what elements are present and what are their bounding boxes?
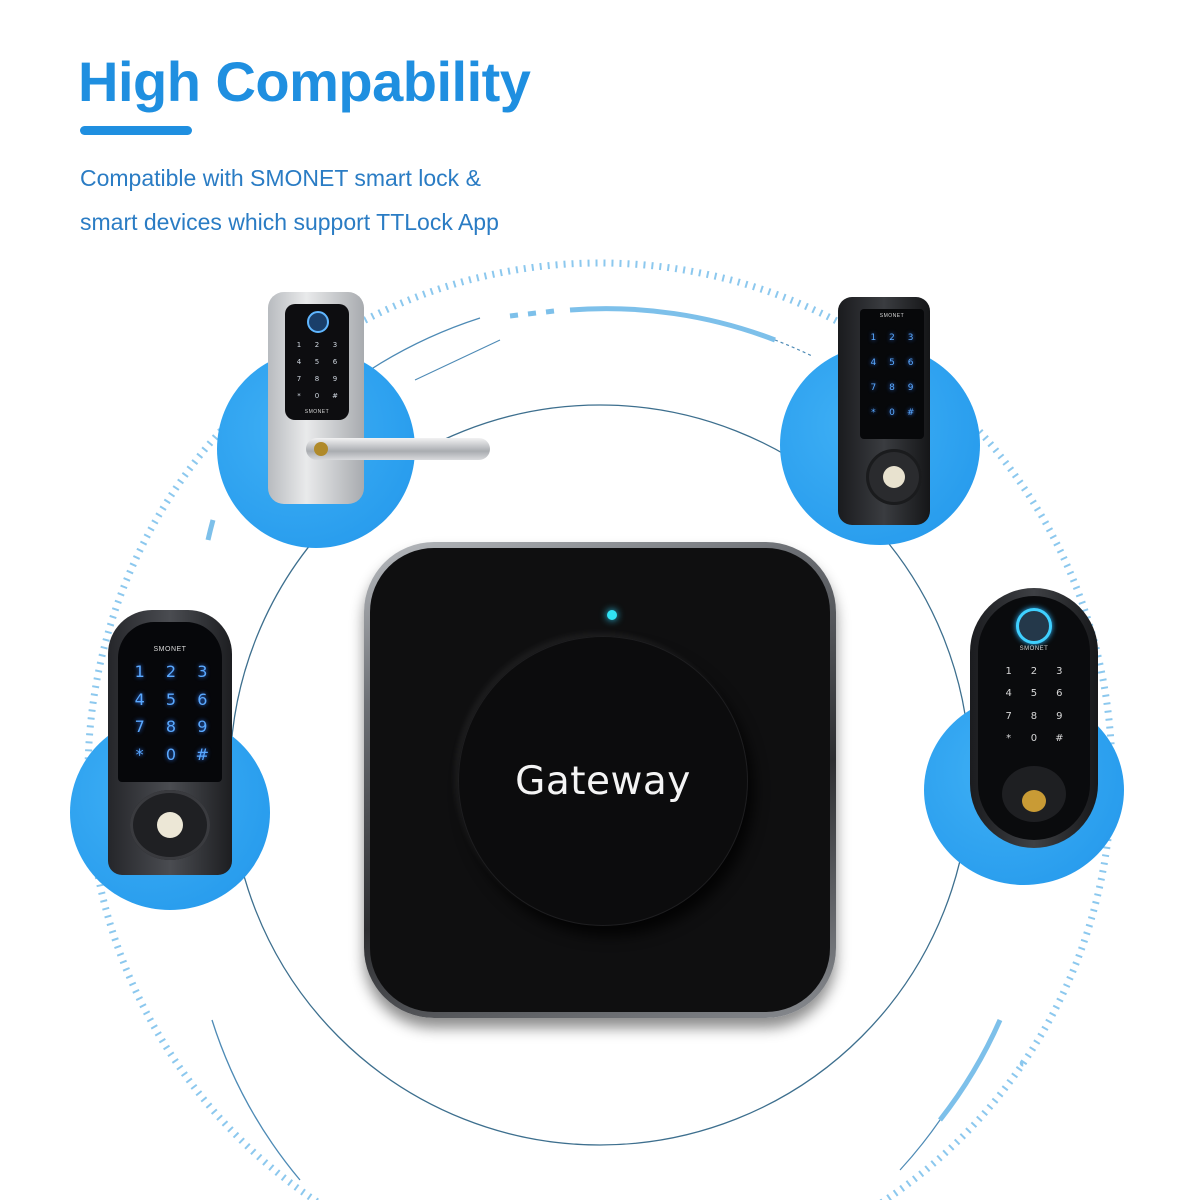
status-led-icon	[607, 610, 617, 620]
brand-logo: SMONET	[153, 646, 187, 653]
subtitle: Compatible with SMONET smart lock & smar…	[80, 156, 499, 244]
gateway-label: Gateway	[515, 758, 691, 804]
title-underline	[80, 126, 192, 135]
key-cylinder-icon	[866, 449, 922, 505]
key-cylinder-icon	[130, 790, 210, 860]
brand-logo: SMONET	[1019, 646, 1049, 652]
lever-handle	[306, 438, 490, 460]
key-cylinder-icon	[1002, 766, 1066, 822]
key-cylinder-icon	[314, 442, 328, 456]
arc-upper-thick	[569, 306, 776, 343]
subtitle-line-2: smart devices which support TTLock App	[80, 209, 499, 235]
brand-logo: SMONET	[879, 313, 905, 319]
brand-logo: SMONET	[304, 409, 330, 415]
fingerprint-sensor-icon	[1016, 608, 1052, 644]
gateway-face: Gateway	[370, 548, 830, 1012]
page-title: High Compability	[78, 50, 531, 113]
arc-upper-squares	[509, 308, 555, 319]
subtitle-line-1: Compatible with SMONET smart lock &	[80, 165, 481, 191]
arc-lower-right-thick	[938, 1018, 1003, 1122]
fingerprint-sensor-icon	[307, 311, 329, 333]
arc-lower-left	[211, 1019, 301, 1181]
gateway-button: Gateway	[458, 636, 748, 926]
gateway-hub: Gateway	[364, 542, 836, 1018]
